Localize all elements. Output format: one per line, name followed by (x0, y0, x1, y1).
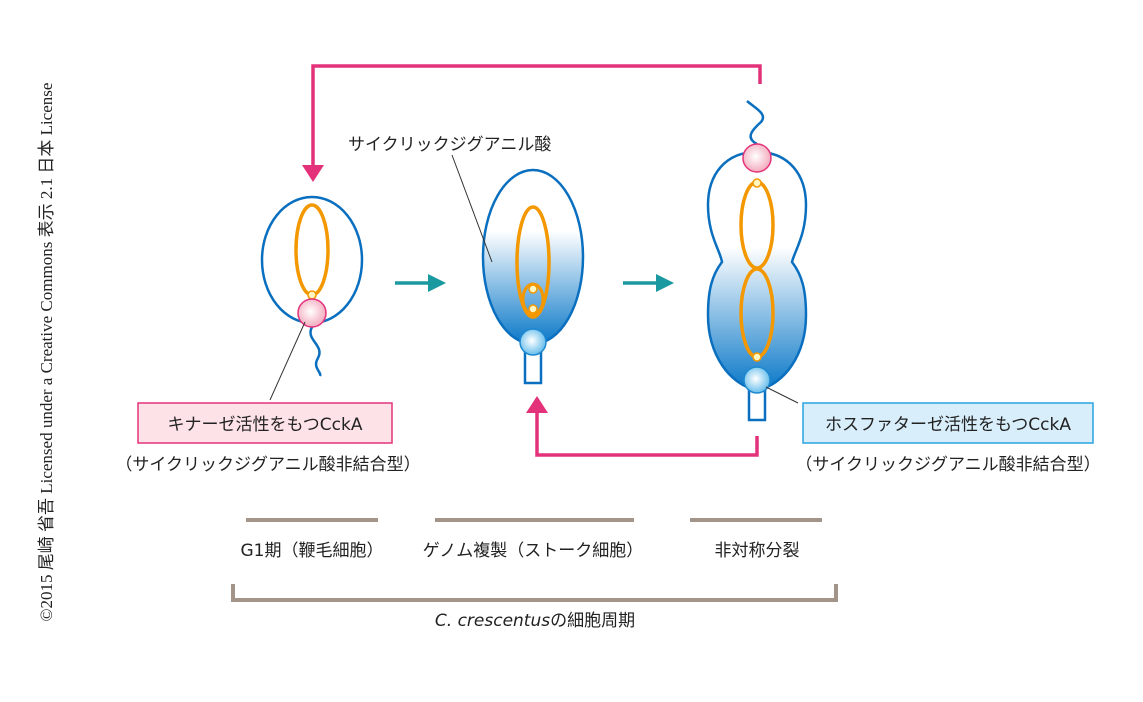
stage-label-g1: G1期（鞭毛細胞） (241, 541, 384, 561)
phosphatase-unbound-note: （サイクリックジグアニル酸非結合型） (795, 455, 1100, 475)
species-name: C. crescentus (435, 611, 550, 631)
stage-label-replication: ゲノム複製（ストーク細胞） (423, 541, 644, 561)
progression-arrow-1 (395, 274, 446, 292)
cyclic-di-gmp-label: サイクリックジグアニル酸 (348, 135, 551, 155)
kinase-cckA-label: キナーゼ活性をもつCckA (167, 415, 362, 435)
kinase-cckA-box (137, 402, 393, 444)
copyright-text: ©2015 尾崎 省吾 Licensed under a Creative Co… (37, 83, 56, 622)
cell-cycle-bracket (231, 584, 838, 602)
progression-arrow-2 (623, 274, 674, 292)
stage-label-division: 非対称分裂 (715, 541, 800, 561)
kinase-unbound-note: （サイクリックジグアニル酸非結合型） (115, 455, 420, 475)
top-feedback-arrow (302, 64, 762, 182)
cell-cycle-suffix: の細胞周期 (550, 611, 635, 631)
phosphatase-cckA-label: ホスファターゼ活性をもつCckA (825, 415, 1071, 435)
bottom-feedback-arrow (526, 396, 759, 457)
g1-swarmer-cell (260, 195, 364, 401)
stalked-cell (451, 154, 585, 385)
cell-cycle-label: C. crescentusの細胞周期 (435, 611, 635, 631)
dividing-cell (706, 100, 808, 422)
phosphatase-cckA-box (802, 402, 1094, 444)
